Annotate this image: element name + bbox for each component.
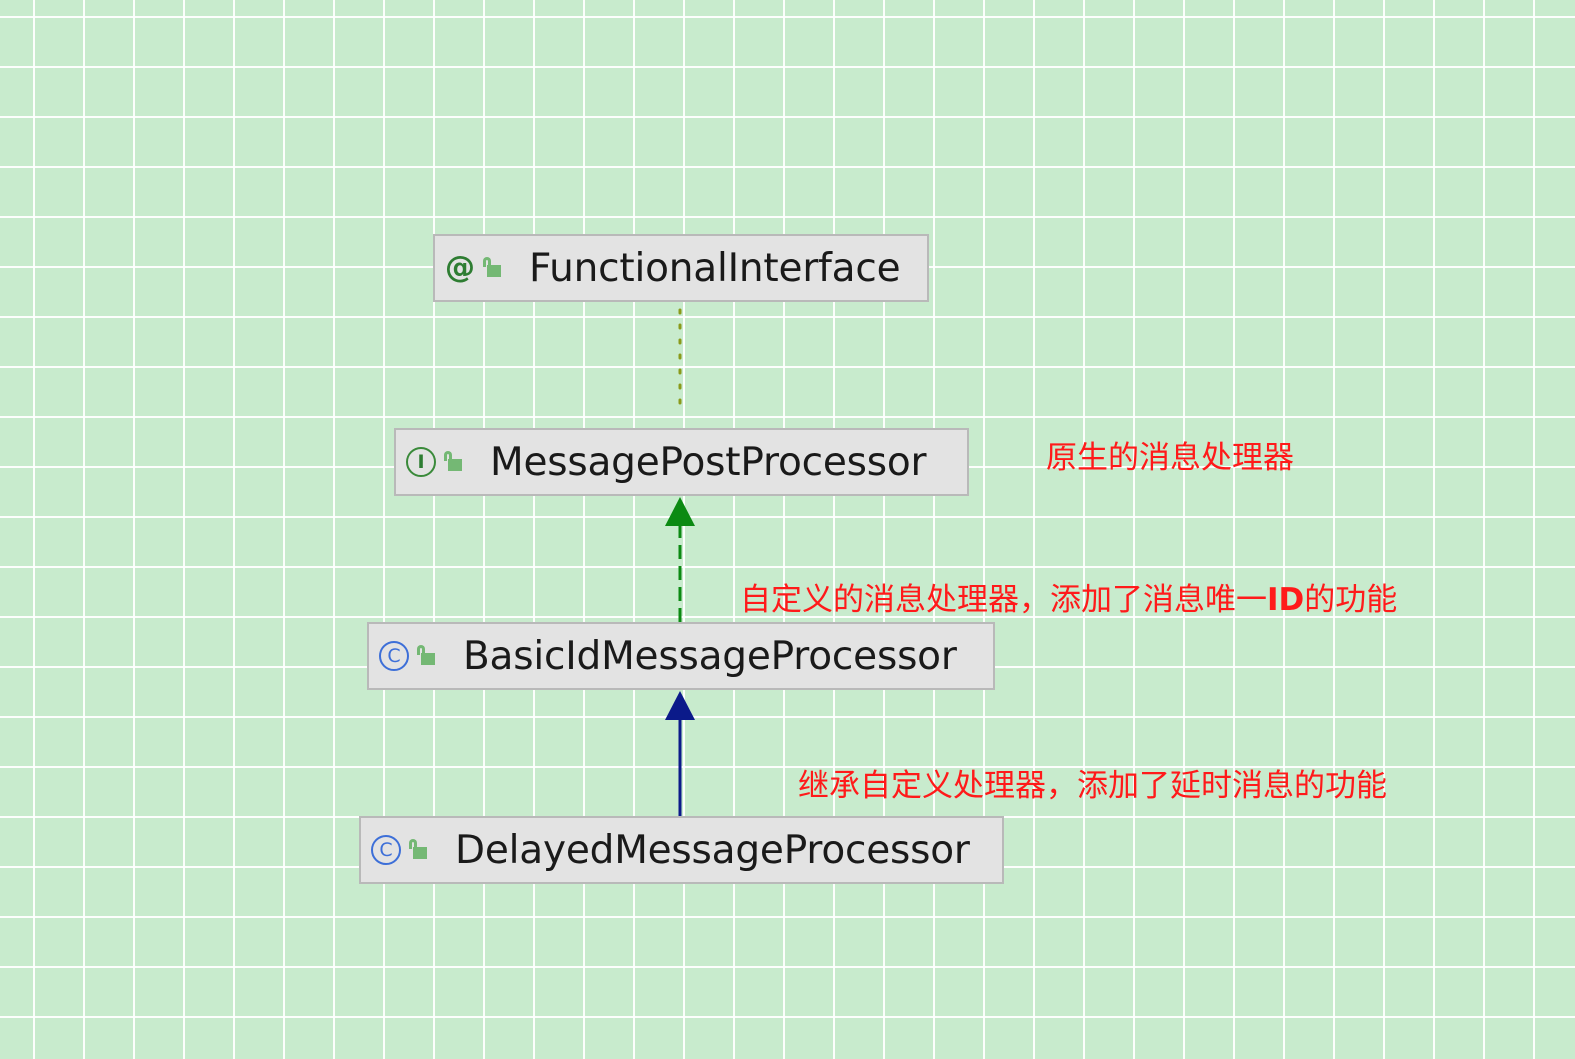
class-icon: C — [371, 835, 401, 865]
node-functional-interface[interactable]: @ FunctionalInterface — [433, 234, 929, 302]
lock-open-icon — [417, 645, 435, 667]
node-delayed-message-processor[interactable]: C DelayedMessageProcessor — [359, 816, 1004, 884]
note-delayed-processor: 继承自定义处理器，添加了延时消息的功能 — [798, 768, 1387, 804]
edge-extends-arrowhead — [665, 691, 695, 720]
note-custom-processor-text: 自定义的消息处理器，添加了消息唯一 — [740, 582, 1267, 618]
node-label: DelayedMessageProcessor — [455, 827, 970, 873]
note-custom-processor: 自定义的消息处理器，添加了消息唯一ID的功能 — [740, 585, 1397, 616]
note-native-processor: 原生的消息处理器 — [1046, 440, 1294, 476]
annotation-icon: @ — [445, 250, 475, 285]
lock-open-icon — [444, 451, 462, 473]
node-label: BasicIdMessageProcessor — [463, 633, 957, 679]
node-message-post-processor[interactable]: I MessagePostProcessor — [394, 428, 969, 496]
node-label: FunctionalInterface — [529, 245, 901, 291]
lock-open-icon — [483, 257, 501, 279]
note-custom-processor-id: ID — [1267, 582, 1305, 618]
node-label: MessagePostProcessor — [490, 439, 927, 485]
lock-open-icon — [409, 839, 427, 861]
edge-implements-arrowhead — [665, 497, 695, 526]
interface-icon: I — [406, 447, 436, 477]
class-icon: C — [379, 641, 409, 671]
note-custom-processor-suffix: 的功能 — [1304, 582, 1398, 618]
node-basic-id-message-processor[interactable]: C BasicIdMessageProcessor — [367, 622, 995, 690]
